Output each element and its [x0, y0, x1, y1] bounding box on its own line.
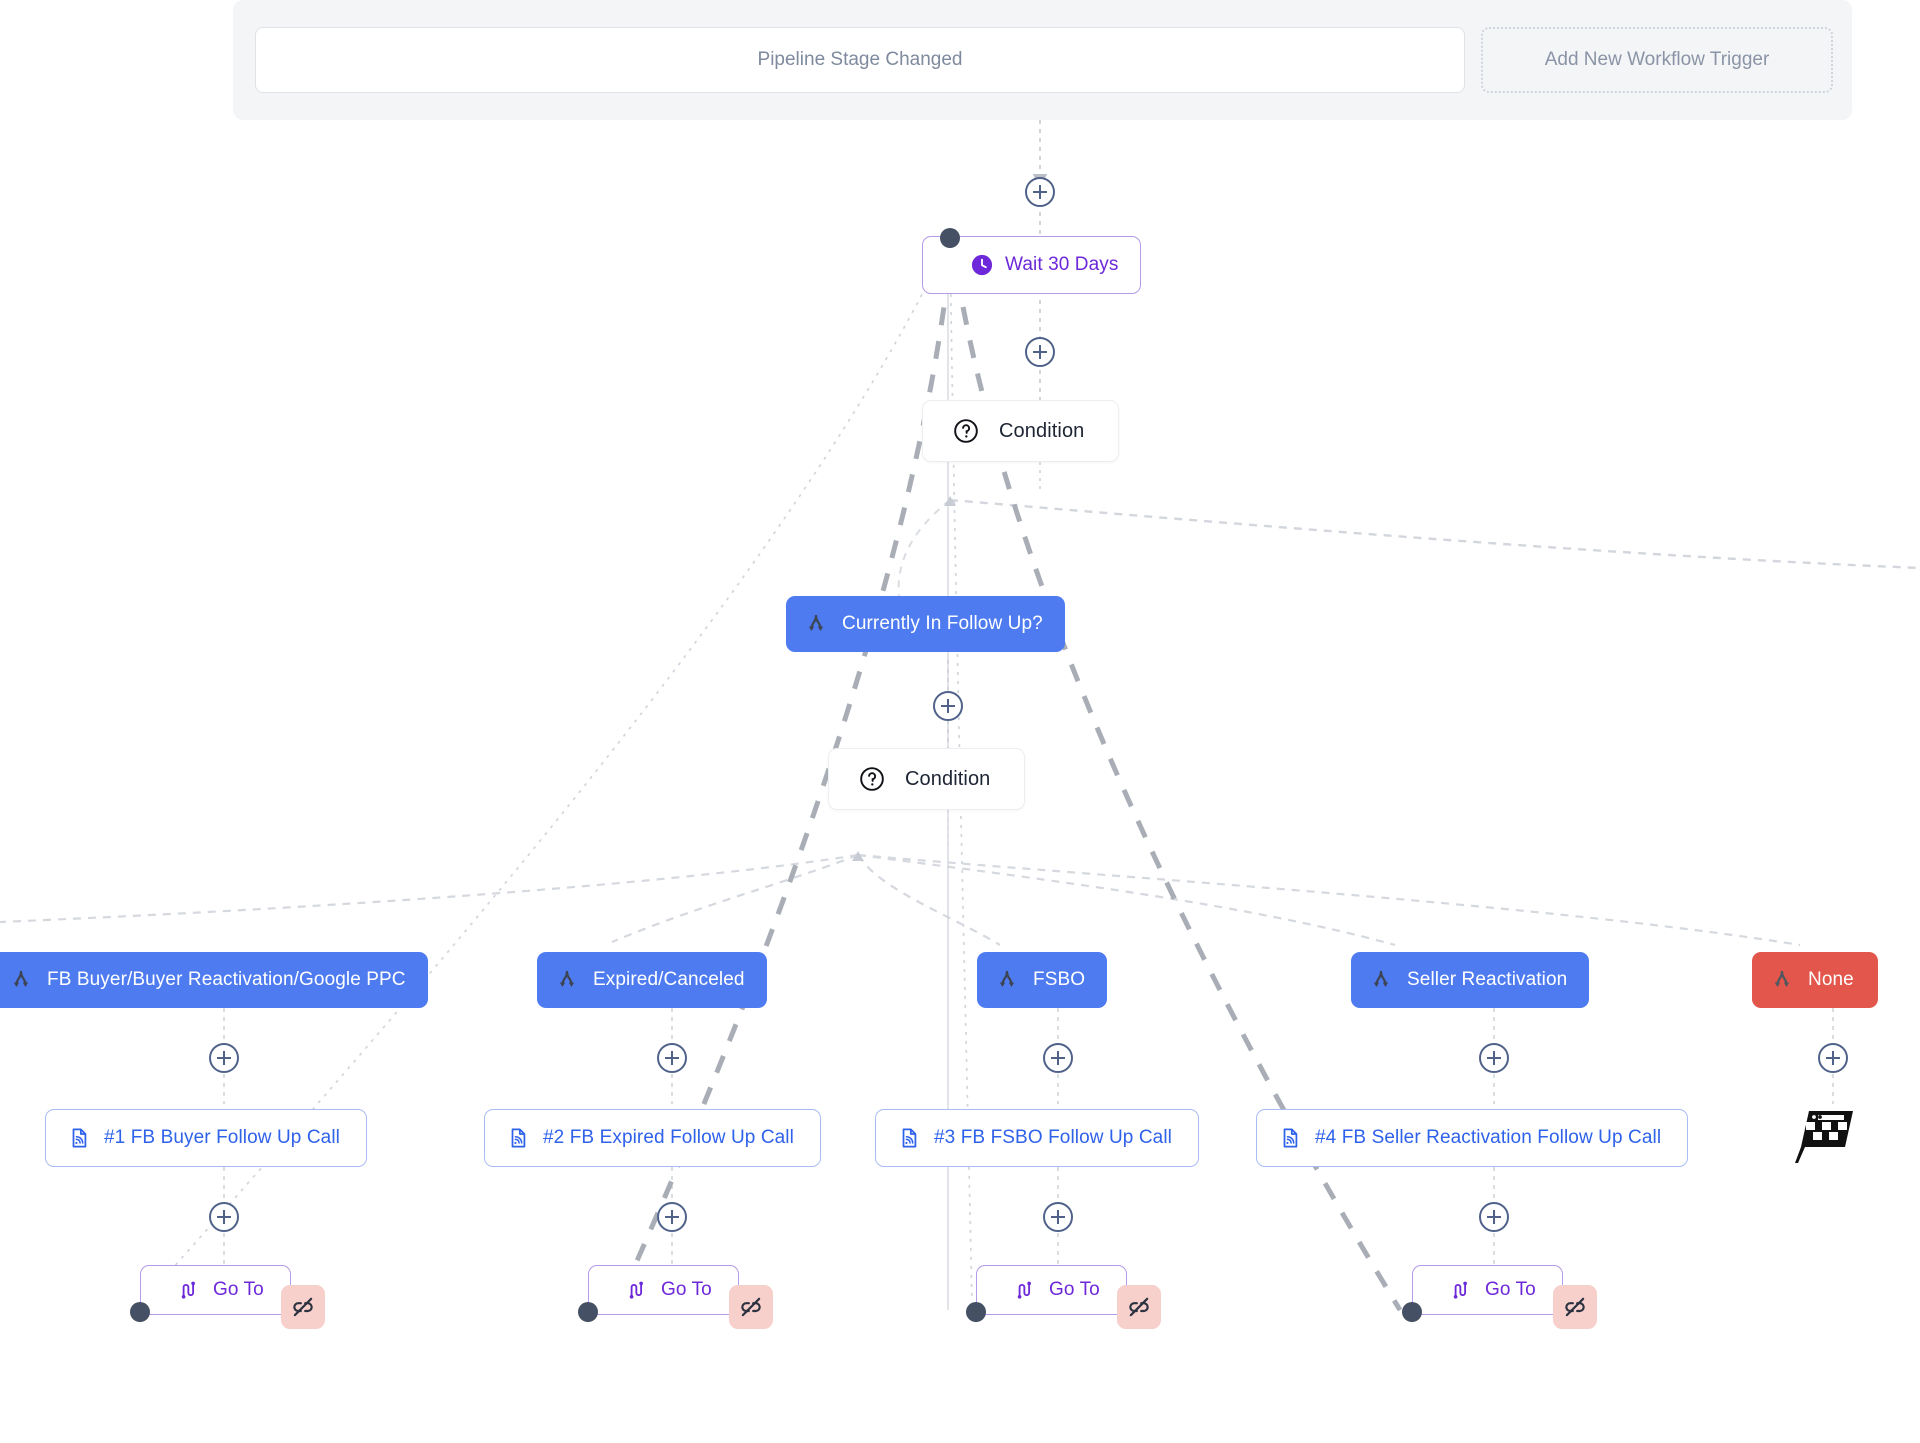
goto-icon: [179, 1279, 201, 1301]
node-branch-expired-canceled[interactable]: Expired/Canceled: [537, 952, 767, 1008]
node-call-label: #2 FB Expired Follow Up Call: [543, 1127, 794, 1148]
document-rss-icon: [898, 1127, 920, 1149]
node-goto-2[interactable]: Go To: [588, 1265, 739, 1315]
node-branch-label: None: [1808, 969, 1854, 990]
node-call-2[interactable]: #2 FB Expired Follow Up Call: [484, 1109, 821, 1167]
node-branch-label: FSBO: [1033, 969, 1086, 990]
goto-4-anchor-dot[interactable]: [1402, 1302, 1422, 1322]
question-circle-icon: [953, 418, 979, 444]
broken-link-badge-1[interactable]: [281, 1285, 325, 1329]
goto-3-anchor-dot[interactable]: [966, 1302, 986, 1322]
add-new-workflow-trigger-button[interactable]: Add New Workflow Trigger: [1481, 27, 1833, 93]
node-branch-seller-reactivation[interactable]: Seller Reactivation: [1351, 952, 1590, 1008]
node-call-label: #4 FB Seller Reactivation Follow Up Call: [1315, 1127, 1662, 1148]
broken-link-badge-2[interactable]: [729, 1285, 773, 1329]
add-step-button-branch-1[interactable]: [209, 1043, 239, 1073]
node-call-label: #1 FB Buyer Follow Up Call: [104, 1127, 340, 1148]
workflow-trigger-bar: Pipeline Stage Changed Add New Workflow …: [233, 0, 1852, 120]
add-step-button-branch-2[interactable]: [657, 1043, 687, 1073]
node-condition-2-label: Condition: [905, 767, 991, 790]
node-goto-label: Go To: [213, 1279, 264, 1300]
branch-icon: [9, 968, 33, 992]
node-wait-label: Wait 30 Days: [1005, 254, 1119, 275]
add-step-button-call-4[interactable]: [1479, 1202, 1509, 1232]
trigger-pipeline-stage-changed[interactable]: Pipeline Stage Changed: [255, 27, 1465, 93]
document-rss-icon: [68, 1127, 90, 1149]
node-goto-3[interactable]: Go To: [976, 1265, 1127, 1315]
add-step-button-after-wait[interactable]: [1025, 337, 1055, 367]
node-goto-label: Go To: [661, 1279, 712, 1300]
workflow-finish-node[interactable]: [1787, 1105, 1859, 1172]
add-step-button-after-follow-up[interactable]: [933, 691, 963, 721]
broken-link-icon: [1129, 1297, 1149, 1317]
branch-icon: [555, 968, 579, 992]
node-branch-label: Expired/Canceled: [593, 969, 745, 990]
node-condition-1[interactable]: Condition: [922, 400, 1120, 462]
question-circle-icon: [859, 766, 885, 792]
node-goto-label: Go To: [1485, 1279, 1536, 1300]
add-step-button-call-2[interactable]: [657, 1202, 687, 1232]
add-step-button-branch-4[interactable]: [1479, 1043, 1509, 1073]
node-goto-1[interactable]: Go To: [140, 1265, 291, 1315]
branch-icon: [1770, 968, 1794, 992]
node-call-1[interactable]: #1 FB Buyer Follow Up Call: [45, 1109, 367, 1167]
checkered-flag-icon: [1795, 1111, 1853, 1163]
add-step-button-call-3[interactable]: [1043, 1202, 1073, 1232]
branch-icon: [1369, 968, 1393, 992]
node-goto-label: Go To: [1049, 1279, 1100, 1300]
add-step-button-after-trigger[interactable]: [1025, 177, 1055, 207]
branch-icon: [804, 612, 828, 636]
node-call-label: #3 FB FSBO Follow Up Call: [934, 1127, 1172, 1148]
node-currently-in-follow-up-label: Currently In Follow Up?: [842, 613, 1043, 634]
broken-link-icon: [1565, 1297, 1585, 1317]
goto-icon: [1451, 1279, 1473, 1301]
clock-icon: [971, 254, 993, 276]
node-branch-fb-buyer[interactable]: FB Buyer/Buyer Reactivation/Google PPC: [0, 952, 428, 1008]
document-rss-icon: [507, 1127, 529, 1149]
goto-icon: [627, 1279, 649, 1301]
goto-2-anchor-dot[interactable]: [578, 1302, 598, 1322]
node-branch-fsbo[interactable]: FSBO: [977, 952, 1108, 1008]
add-step-button-branch-3[interactable]: [1043, 1043, 1073, 1073]
broken-link-badge-3[interactable]: [1117, 1285, 1161, 1329]
node-call-4[interactable]: #4 FB Seller Reactivation Follow Up Call: [1256, 1109, 1689, 1167]
node-branch-label: Seller Reactivation: [1407, 969, 1568, 990]
node-condition-1-label: Condition: [999, 419, 1085, 442]
goto-1-anchor-dot[interactable]: [130, 1302, 150, 1322]
broken-link-badge-4[interactable]: [1553, 1285, 1597, 1329]
broken-link-icon: [293, 1297, 313, 1317]
document-rss-icon: [1279, 1127, 1301, 1149]
node-currently-in-follow-up[interactable]: Currently In Follow Up?: [786, 596, 1065, 652]
goto-icon: [1015, 1279, 1037, 1301]
broken-link-icon: [741, 1297, 761, 1317]
node-branch-label: FB Buyer/Buyer Reactivation/Google PPC: [47, 969, 406, 990]
node-call-3[interactable]: #3 FB FSBO Follow Up Call: [875, 1109, 1199, 1167]
wait-node-anchor-dot[interactable]: [940, 228, 960, 248]
node-goto-4[interactable]: Go To: [1412, 1265, 1563, 1315]
add-step-button-branch-5[interactable]: [1818, 1043, 1848, 1073]
node-condition-2[interactable]: Condition: [828, 748, 1026, 810]
branch-icon: [995, 968, 1019, 992]
add-step-button-call-1[interactable]: [209, 1202, 239, 1232]
node-branch-none[interactable]: None: [1752, 952, 1878, 1008]
